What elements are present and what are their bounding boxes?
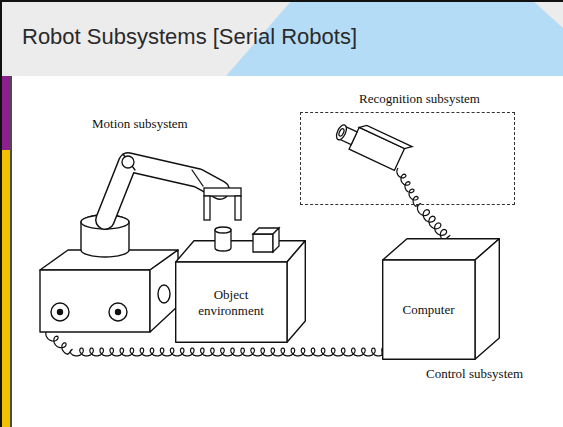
box-text-area: Object environment	[175, 262, 287, 343]
region-heading: Recognition subsystem	[357, 91, 482, 107]
box-side-face	[287, 241, 305, 343]
frame-line	[10, 76, 12, 427]
camera-top	[359, 123, 412, 151]
block-box: Object environment	[175, 240, 306, 343]
cube-front	[253, 234, 273, 252]
camera-lens-glass	[338, 128, 345, 137]
box-top-face	[176, 241, 306, 262]
title-band	[0, 0, 563, 76]
box-front-face	[176, 262, 287, 342]
subsystem-region: Recognition subsystem	[300, 112, 515, 205]
gripper-finger	[235, 196, 241, 220]
side-stripe	[2, 76, 10, 150]
cart-side	[150, 250, 178, 332]
annotation-label: Control subsystem	[424, 366, 525, 382]
wheel	[51, 303, 69, 321]
box-front-face	[383, 260, 475, 359]
gripper-palm	[204, 188, 241, 196]
wheel-hub	[116, 310, 121, 315]
cube-side	[273, 228, 279, 252]
frame-line	[0, 0, 563, 2]
annotation-label: Motion subsystem	[90, 116, 190, 132]
camera-cable	[397, 168, 421, 206]
box-text-area: Computer	[382, 260, 475, 360]
cart-front	[40, 270, 150, 332]
camera	[333, 115, 412, 173]
camera-lens-front	[334, 123, 348, 141]
box-label: Computer	[403, 302, 455, 318]
coiled-cable	[418, 205, 451, 240]
arm-joint	[123, 154, 203, 186]
box-outline	[382, 238, 500, 360]
box-side-face	[475, 239, 499, 360]
wheel	[109, 303, 127, 321]
wheel-hub	[58, 310, 63, 315]
robot-arm-outline	[105, 162, 220, 220]
wheel	[158, 285, 170, 303]
slide-title: Robot Subsystems [Serial Robots]	[22, 24, 357, 50]
side-stripe	[2, 150, 10, 427]
block-box: Computer	[382, 238, 500, 360]
gripper-finger	[204, 196, 210, 220]
cylinder-top	[215, 227, 231, 233]
frame-line	[0, 0, 2, 427]
box-label: Object environment	[188, 287, 274, 318]
robot-arm	[105, 162, 220, 220]
elbow-joint	[122, 156, 134, 168]
camera-lens	[339, 126, 358, 145]
